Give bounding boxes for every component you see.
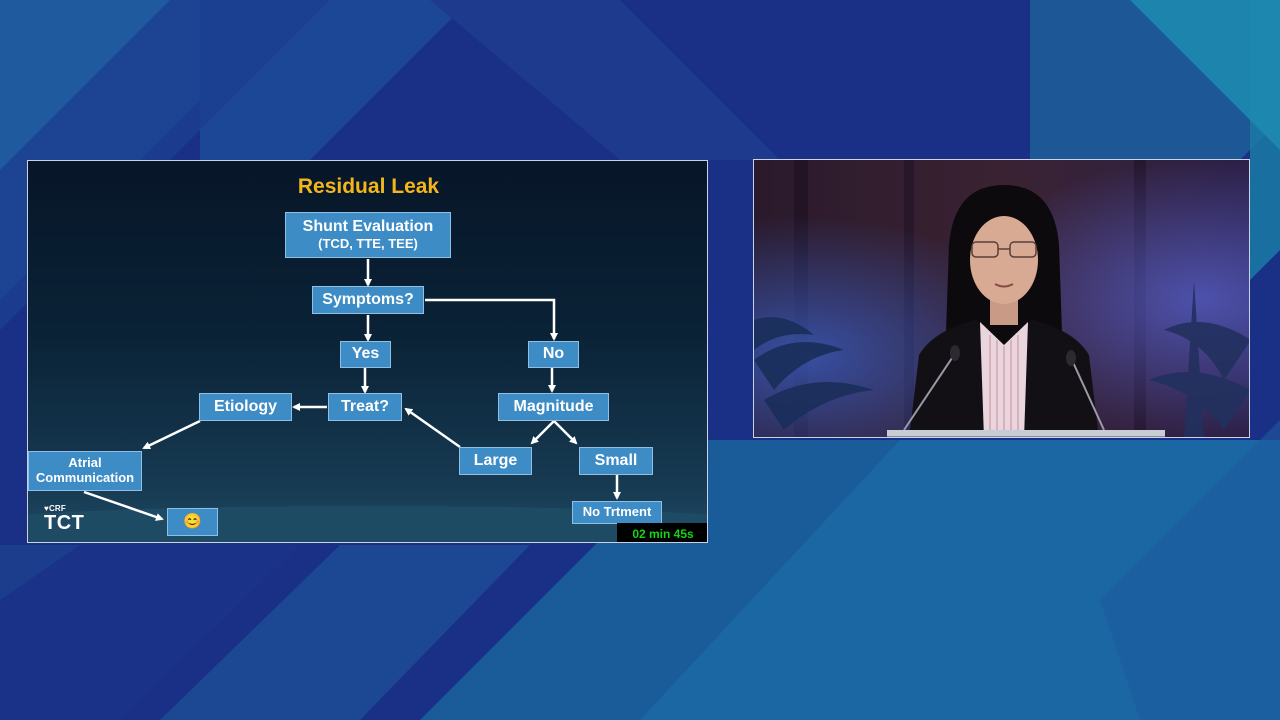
node-symptoms: Symptoms? — [312, 286, 424, 314]
arrow-atrial-to-smiley — [83, 490, 164, 521]
node-shunt-evaluation-line2: (TCD, TTE, TEE) — [318, 235, 418, 251]
node-shunt-evaluation-line1: Shunt Evaluation — [302, 218, 434, 236]
node-no: No — [528, 341, 579, 368]
node-smiley: 😊 — [167, 508, 218, 536]
arrow-etiology-to-atrial — [142, 419, 201, 450]
presentation-slide: Residual Leak Shunt Evaluation (TCD, TTE… — [27, 160, 708, 543]
arrow-magnitude-to-large — [530, 420, 555, 445]
node-small: Small — [579, 447, 653, 475]
node-atrial-communication-line2: Communication — [35, 470, 135, 485]
speaker-at-podium-image — [754, 160, 1249, 437]
slide-title: Residual Leak — [297, 175, 440, 198]
arrow-symptoms-to-no — [425, 298, 558, 341]
flowchart-arrows — [83, 259, 621, 521]
node-large: Large — [459, 447, 532, 475]
arrow-magnitude-to-small — [553, 420, 578, 445]
node-yes: Yes — [340, 341, 391, 368]
node-atrial-communication-line1: Atrial — [68, 455, 102, 471]
countdown-timer: 02 min 45s — [617, 523, 707, 542]
node-magnitude: Magnitude — [498, 393, 609, 421]
node-no-treatment: No Trtment — [572, 501, 662, 524]
tct-logo: ♥CRF TCT — [44, 504, 85, 534]
node-shunt-evaluation: Shunt Evaluation (TCD, TTE, TEE) — [285, 212, 451, 258]
arrow-large-to-treat — [404, 407, 461, 449]
heart-icon: ♥ — [44, 504, 49, 513]
logo-crf-text: CRF — [48, 504, 66, 513]
node-etiology: Etiology — [199, 393, 292, 421]
node-atrial-communication: Atrial Communication — [28, 451, 142, 491]
speaker-video — [753, 159, 1250, 438]
logo-tct-text: TCT — [44, 512, 85, 534]
node-treat: Treat? — [328, 393, 402, 421]
